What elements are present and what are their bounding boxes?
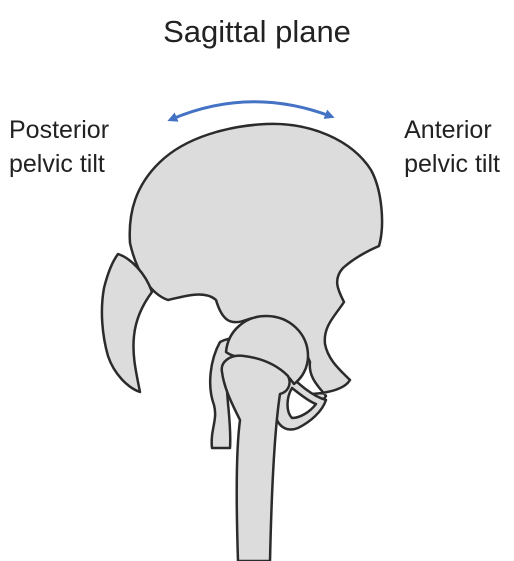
ischium-bone xyxy=(102,254,152,392)
femur-bone xyxy=(222,356,290,561)
tilt-arrow-icon xyxy=(172,102,330,119)
